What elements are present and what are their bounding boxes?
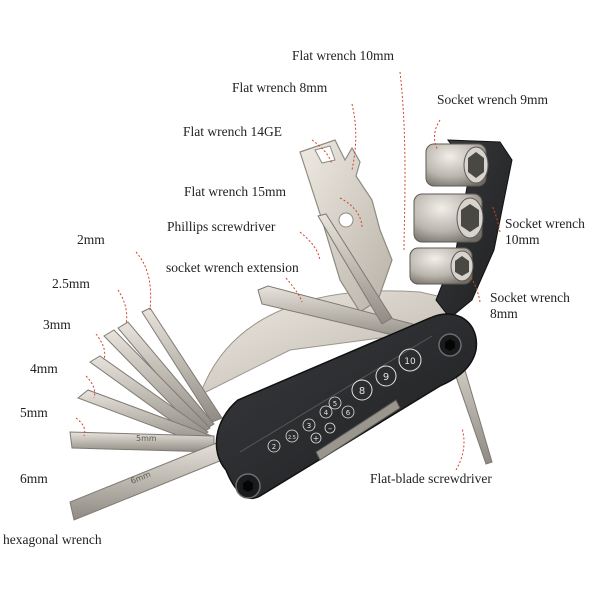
svg-text:2: 2 xyxy=(272,443,276,451)
leader-phillips xyxy=(299,231,321,261)
label-hex-6mm: 6mm xyxy=(20,471,48,486)
svg-text:5: 5 xyxy=(333,400,337,408)
svg-text:2.5: 2.5 xyxy=(288,435,296,441)
label-socket-wrench-extension: socket wrench extension xyxy=(166,260,299,275)
leader-socket-9 xyxy=(434,119,441,151)
marking-8: 8 xyxy=(351,379,373,401)
leader-flat-blade xyxy=(455,427,465,471)
label-flat-wrench-10mm: Flat wrench 10mm xyxy=(292,48,394,63)
label-hex-5mm: 5mm xyxy=(20,405,48,420)
label-hexagonal-wrench: hexagonal wrench xyxy=(3,532,102,547)
svg-text:8: 8 xyxy=(359,386,365,397)
marking-4: 4 xyxy=(319,405,333,419)
marking-6: 6 xyxy=(341,405,355,419)
svg-text:–: – xyxy=(328,424,332,433)
leader-flat-10 xyxy=(399,71,406,251)
leader-2mm xyxy=(135,251,152,311)
body-slot xyxy=(315,399,401,461)
label-flat-wrench-8mm: Flat wrench 8mm xyxy=(232,80,328,95)
svg-text:9: 9 xyxy=(383,372,389,383)
socket-9mm xyxy=(425,143,489,187)
body-markings: 2 2.5 3 4 5 6 8 9 10 xyxy=(267,348,422,453)
pivot-screw-top xyxy=(438,333,462,357)
leader-lines xyxy=(75,71,501,471)
svg-text:+: + xyxy=(313,434,320,443)
marking-10: 10 xyxy=(398,348,422,372)
hex-engraving-5: 5mm xyxy=(136,434,157,443)
svg-text:6: 6 xyxy=(346,409,351,417)
marking-3: 3 xyxy=(302,418,316,432)
label-socket-wrench-10mm: Socket wrench 10mm xyxy=(505,216,585,247)
label-flat-wrench-15mm: Flat wrench 15mm xyxy=(184,184,286,199)
svg-text:4: 4 xyxy=(324,409,329,417)
svg-text:10: 10 xyxy=(404,357,416,367)
hex-key-2mm xyxy=(141,307,223,423)
pivot-screw-bottom xyxy=(235,473,261,499)
sockets xyxy=(409,143,489,285)
label-socket-wrench-8mm: Socket wrench 8mm xyxy=(490,290,570,321)
socket-10mm xyxy=(413,193,484,243)
leader-flat-15 xyxy=(339,197,363,229)
hex-key-6mm xyxy=(69,439,233,521)
svg-text:3: 3 xyxy=(307,422,311,430)
label-flat-wrench-14ge: Flat wrench 14GE xyxy=(183,124,282,139)
hex-keys xyxy=(69,307,233,521)
label-hex-2mm: 2mm xyxy=(77,232,105,247)
label-hex-2-5mm: 2.5mm xyxy=(52,276,90,291)
label-socket-wrench-9mm: Socket wrench 9mm xyxy=(437,92,548,107)
wrench-hole xyxy=(338,212,354,228)
socket-8mm xyxy=(409,247,474,285)
tool-symbols: + – xyxy=(310,422,336,444)
hex-key-3mm xyxy=(103,329,211,435)
phillips-screwdriver-tool xyxy=(317,213,393,325)
hex-key-4mm xyxy=(89,355,209,441)
label-hex-3mm: 3mm xyxy=(43,317,71,332)
marking-9: 9 xyxy=(375,365,397,387)
marking-5: 5 xyxy=(328,396,342,410)
marking-2: 2 xyxy=(267,439,281,453)
leader-flat-14ge xyxy=(311,139,333,165)
wrench-slot xyxy=(314,145,336,164)
leader-2-5mm xyxy=(117,289,128,325)
marking-2-5: 2.5 xyxy=(285,429,299,443)
label-phillips-screwdriver: Phillips screwdriver xyxy=(167,219,276,234)
leader-socket-10 xyxy=(491,205,501,233)
label-flat-blade-screwdriver: Flat-blade screwdriver xyxy=(370,471,492,486)
leader-flat-8 xyxy=(351,103,357,171)
label-hex-4mm: 4mm xyxy=(30,361,58,376)
